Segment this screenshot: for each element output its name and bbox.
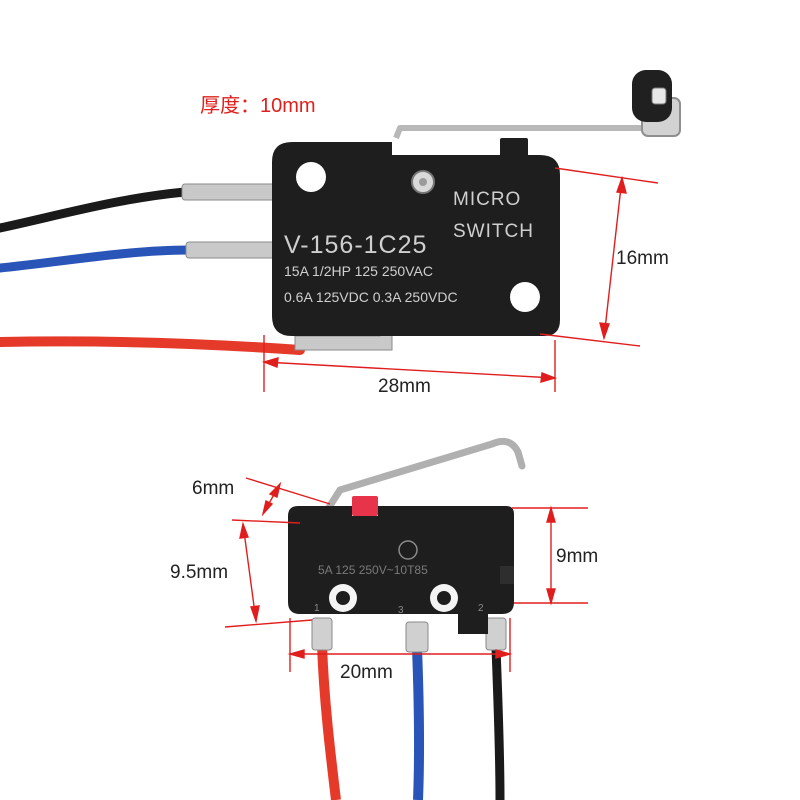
mounting-hole-bottom	[510, 282, 540, 312]
left-ext-bottom	[224, 619, 313, 628]
bottom-wires	[317, 644, 505, 800]
height-arrow-top	[616, 175, 627, 194]
brand-line-1: MICRO	[453, 189, 521, 210]
red-wire	[0, 336, 305, 355]
lever-dim-label: 6mm	[192, 478, 234, 499]
model-number: V-156-1C25	[284, 231, 427, 259]
lever-arrow-a	[268, 481, 282, 498]
red-wire-small	[317, 644, 341, 800]
blue-wire	[0, 245, 193, 273]
left-height-label: 9.5mm	[170, 562, 228, 583]
height-arrow-bottom	[599, 322, 610, 341]
lever-ext-upper	[245, 477, 331, 505]
pin-label-1: 1	[314, 603, 320, 614]
right-arrow-bottom	[546, 588, 556, 606]
top-height-label: 16mm	[616, 248, 669, 269]
small-width-arrow-left	[287, 649, 305, 659]
width-arrow-right	[540, 372, 558, 383]
terminal-top	[181, 183, 279, 201]
pin-left	[311, 617, 333, 651]
rating-line-2: 0.6A 125VDC 0.3A 250VDC	[284, 289, 458, 305]
lever-ext-lower	[231, 519, 301, 524]
left-arrow-top	[239, 521, 249, 539]
right-height-label: 9mm	[556, 546, 598, 567]
rating-line-1: 15A 1/2HP 125 250VAC	[284, 263, 433, 279]
pin-right	[485, 617, 507, 651]
hole-left-inner	[336, 591, 350, 605]
pin-middle	[405, 621, 429, 653]
small-lever-arm	[322, 437, 526, 516]
black-wire-small	[491, 647, 505, 800]
left-height-dim-line	[242, 523, 257, 622]
ext-line-bottom	[539, 333, 641, 347]
height-dim-line	[603, 177, 623, 339]
small-pins	[311, 617, 507, 653]
top-wires	[0, 187, 305, 355]
blue-wire-small	[412, 647, 425, 800]
bottom-dimensions	[224, 477, 588, 672]
right-arrow-top	[546, 505, 556, 523]
small-rating: 5A 125 250V~10T85	[318, 563, 428, 577]
width-dim-line	[263, 361, 556, 379]
small-plunger	[352, 496, 378, 516]
thickness-note: 厚度：10mm	[200, 94, 316, 117]
ext-line-top	[554, 167, 659, 184]
small-width-arrow-right	[495, 649, 513, 659]
hole-right-inner	[437, 591, 451, 605]
terminal-middle	[185, 241, 279, 259]
logo-mark	[398, 540, 418, 560]
black-wire	[0, 187, 190, 233]
rivet-center	[419, 178, 427, 186]
roller-axle	[651, 87, 667, 105]
small-switch-body: 5A 125 250V~10T85 1 3 2	[288, 506, 514, 634]
pin-label-3: 3	[398, 605, 404, 616]
lever-arrow-b	[261, 499, 274, 517]
mounting-hole-top	[296, 162, 326, 192]
width-arrow-left	[261, 357, 279, 368]
small-lever	[322, 437, 526, 516]
large-switch-body: MICRO SWITCH V-156-1C25 15A 1/2HP 125 25…	[272, 142, 560, 336]
roller-lever	[393, 70, 681, 164]
pin-label-2: 2	[478, 603, 484, 614]
lever-arm	[393, 110, 651, 140]
left-arrow-bottom	[250, 605, 260, 624]
top-width-label: 28mm	[378, 376, 431, 397]
switch-housing	[272, 142, 560, 336]
top-dimensions	[261, 167, 659, 392]
brand-line-2: SWITCH	[453, 221, 534, 242]
small-width-label: 20mm	[340, 662, 393, 683]
side-notch	[500, 566, 514, 584]
